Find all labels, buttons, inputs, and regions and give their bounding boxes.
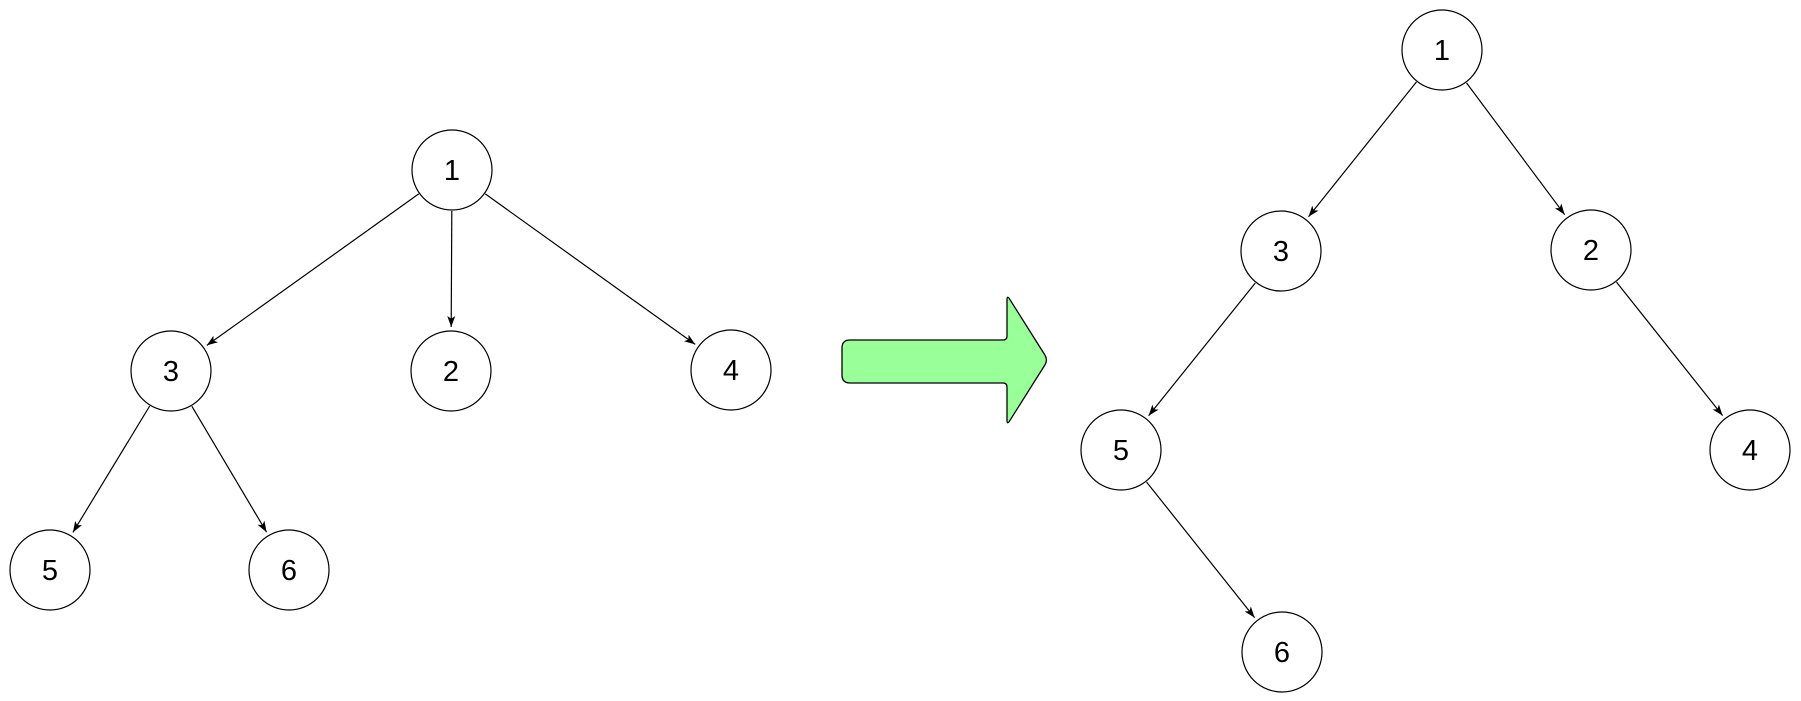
left-tree-node-5: 5 bbox=[9, 529, 91, 611]
node-circle bbox=[410, 330, 492, 412]
tree-edge-3-5 bbox=[72, 405, 151, 533]
right-tree-node-1: 1 bbox=[1401, 9, 1483, 91]
right-tree-node-3: 3 bbox=[1240, 210, 1322, 292]
node-circle bbox=[1401, 9, 1483, 91]
tree-edge-1-2 bbox=[447, 210, 456, 328]
tree-edge-1-3 bbox=[1308, 81, 1417, 218]
tree-edge-1-4 bbox=[484, 193, 696, 345]
right-tree-node-5: 5 bbox=[1080, 409, 1162, 491]
node-circle bbox=[1241, 611, 1323, 693]
node-circle bbox=[9, 529, 91, 611]
right-tree-node-6: 6 bbox=[1241, 611, 1323, 693]
node-label: 4 bbox=[723, 355, 739, 387]
tree-edge-1-2 bbox=[1466, 82, 1566, 216]
node-label: 3 bbox=[1273, 236, 1289, 268]
tree-edge-3-5 bbox=[1148, 282, 1256, 417]
node-circle bbox=[1550, 209, 1632, 291]
node-circle bbox=[130, 330, 212, 412]
node-circle bbox=[1080, 409, 1162, 491]
tree-edge-5-6 bbox=[1146, 481, 1256, 618]
node-circle bbox=[1709, 409, 1791, 491]
node-label: 5 bbox=[42, 555, 58, 587]
node-circle bbox=[690, 329, 772, 411]
node-circle bbox=[1240, 210, 1322, 292]
node-label: 5 bbox=[1113, 435, 1129, 467]
tree-edge-3-6 bbox=[191, 405, 268, 533]
left-tree-node-1: 1 bbox=[411, 129, 493, 211]
tree-edge-2-4 bbox=[1616, 281, 1724, 416]
node-label: 3 bbox=[163, 356, 179, 388]
node-label: 1 bbox=[444, 155, 460, 187]
left-tree: 1 3 2 4 5 6 bbox=[9, 129, 772, 611]
right-tree: 1 3 2 5 4 6 bbox=[1080, 9, 1791, 693]
node-label: 1 bbox=[1434, 35, 1450, 67]
right-tree-node-2: 2 bbox=[1550, 209, 1632, 291]
node-circle bbox=[248, 529, 330, 611]
node-label: 6 bbox=[1274, 637, 1290, 669]
left-tree-node-2: 2 bbox=[410, 330, 492, 412]
node-label: 4 bbox=[1742, 435, 1758, 467]
node-label: 6 bbox=[281, 555, 297, 587]
node-label: 2 bbox=[1583, 235, 1599, 267]
transform-right-arrow-icon bbox=[841, 296, 1048, 424]
left-tree-node-3: 3 bbox=[130, 330, 212, 412]
left-tree-node-4: 4 bbox=[690, 329, 772, 411]
tree-edge-1-3 bbox=[206, 193, 420, 346]
node-label: 2 bbox=[443, 356, 459, 388]
left-tree-node-6: 6 bbox=[248, 529, 330, 611]
node-circle bbox=[411, 129, 493, 211]
right-tree-node-4: 4 bbox=[1709, 409, 1791, 491]
